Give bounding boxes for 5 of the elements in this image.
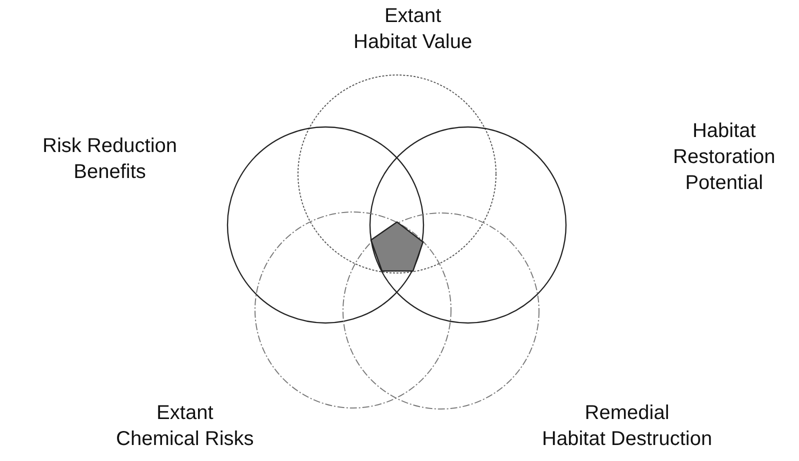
circle-label: Extant Chemical Risks: [116, 401, 254, 452]
circle-label: Extant Habitat Value: [354, 4, 472, 55]
circle-label: Risk Reduction Benefits: [42, 134, 178, 185]
circle-label: Remedial Habitat Destruction: [542, 401, 712, 452]
circle-label: Habitat Restoration Potential: [673, 119, 776, 196]
